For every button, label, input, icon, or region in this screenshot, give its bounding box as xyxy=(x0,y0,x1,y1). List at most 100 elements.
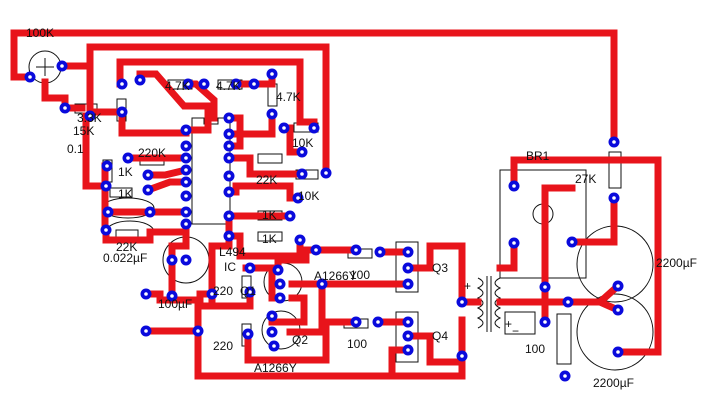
trace-br1-left xyxy=(496,239,518,272)
label-br1: BR1 xyxy=(526,149,550,163)
solder-pad-hole xyxy=(184,144,188,148)
solder-pad-hole xyxy=(184,258,188,262)
solder-pad-hole xyxy=(146,188,150,192)
label-ic-part: L494 xyxy=(219,245,246,259)
label-q1: Q1 xyxy=(240,284,257,298)
solder-pad-hole xyxy=(184,194,188,198)
r100-body-c xyxy=(556,313,572,365)
label-r1k-b: 1K xyxy=(118,187,133,201)
trace-0022 xyxy=(102,226,190,244)
solder-pad-hole xyxy=(184,128,188,132)
solder-pad-hole xyxy=(278,282,282,286)
solder-pad-hole xyxy=(270,330,274,334)
trace-q1-c xyxy=(286,280,326,336)
solder-pad-hole xyxy=(616,308,620,312)
solder-pad-hole xyxy=(105,164,109,168)
label-c100u: 100µF xyxy=(158,297,193,311)
label-r15k: 15K xyxy=(73,124,95,138)
trace-top-loop xyxy=(10,29,618,146)
solder-pad-hole xyxy=(270,314,274,318)
label-q1-part: A1266Y xyxy=(314,269,357,283)
solder-pad-hole xyxy=(184,222,188,226)
solder-pad-hole xyxy=(227,116,231,120)
label-q2: Q2 xyxy=(292,333,309,347)
c2200-outline-b xyxy=(576,293,654,371)
trace-ic-right-mid xyxy=(225,182,302,202)
solder-pad-hole xyxy=(543,320,547,324)
trace-br1-mid xyxy=(541,184,576,291)
trace-pot-right xyxy=(58,43,330,177)
label-q2-part: A1266Y xyxy=(254,361,297,375)
solder-pad-hole xyxy=(120,82,124,86)
trace-q4-emitter xyxy=(404,316,466,366)
label-c2200-b: 2200µF xyxy=(593,376,634,390)
solder-pad-hole xyxy=(234,82,238,86)
solder-pad-hole xyxy=(184,180,188,184)
solder-pad-hole xyxy=(246,332,250,336)
solder-pad-hole xyxy=(148,210,152,214)
solder-pad-hole xyxy=(376,320,380,324)
label-r1k-d: 1K xyxy=(262,232,277,246)
solder-pad-hole xyxy=(104,228,108,232)
solder-pad-hole xyxy=(63,106,67,110)
ic-body xyxy=(191,117,231,225)
solder-pad-hole xyxy=(60,64,64,68)
trace-ic-left-b xyxy=(144,165,191,179)
solder-pad-hole xyxy=(227,174,231,178)
solder-pad-hole xyxy=(202,82,206,86)
solder-pad-hole xyxy=(406,250,410,254)
solder-pad-hole xyxy=(144,329,148,333)
label-r10k-b: 10K xyxy=(298,189,320,203)
solder-pad-hole xyxy=(120,110,124,114)
trace-10k-b xyxy=(225,154,306,178)
solder-pad-hole xyxy=(406,348,410,352)
solder-pad-hole xyxy=(288,214,292,218)
solder-pad-hole xyxy=(314,248,318,252)
solder-pad-hole xyxy=(138,78,142,82)
r1k-body-b xyxy=(109,187,133,198)
solder-pad-hole xyxy=(296,196,300,200)
solder-pad-hole xyxy=(406,334,410,338)
label-r220k: 220K xyxy=(138,146,167,160)
trace-c100 xyxy=(142,290,216,304)
solder-pad-hole xyxy=(616,284,620,288)
solder-pad-hole xyxy=(276,268,280,272)
label-r1k-a: 1K xyxy=(118,165,133,179)
solder-pad-hole xyxy=(320,282,324,286)
solder-pad-hole xyxy=(252,82,256,86)
solder-pad-hole xyxy=(406,266,410,270)
solder-pad-hole xyxy=(543,285,547,289)
solder-pad-hole xyxy=(170,294,174,298)
trace-gnd-left xyxy=(142,327,466,380)
solder-pad-hole xyxy=(88,114,92,118)
solder-pad-hole xyxy=(272,344,276,348)
solder-pad-hole xyxy=(324,171,328,175)
solder-pad-hole xyxy=(106,210,110,214)
solder-pad-hole xyxy=(28,75,32,79)
solder-pad-hole xyxy=(460,354,464,358)
r1k-body-d xyxy=(257,231,283,242)
solder-pad-hole xyxy=(282,126,286,130)
trace-loop-47k xyxy=(136,70,212,134)
r22k-body xyxy=(257,153,283,164)
solder-pad-hole xyxy=(104,184,108,188)
solder-pad-hole xyxy=(563,374,567,378)
label-plus-a: + xyxy=(464,279,472,293)
solder-pad-hole xyxy=(616,350,620,354)
solder-pad-hole xyxy=(354,320,358,324)
transformer-coil-b xyxy=(494,277,502,329)
solder-pad-hole xyxy=(210,292,214,296)
solder-pad-hole xyxy=(270,112,274,116)
solder-pad-hole xyxy=(354,248,358,252)
trace-br1-right xyxy=(568,194,618,246)
solder-pad-hole xyxy=(300,172,304,176)
label-r100-b: 100 xyxy=(347,337,368,351)
c100u-box xyxy=(504,311,536,335)
solder-pad-hole xyxy=(227,190,231,194)
solder-pad-hole xyxy=(406,282,410,286)
pads xyxy=(24,60,624,382)
solder-pad-hole xyxy=(144,292,148,296)
trace-q2-bottom xyxy=(244,318,360,364)
